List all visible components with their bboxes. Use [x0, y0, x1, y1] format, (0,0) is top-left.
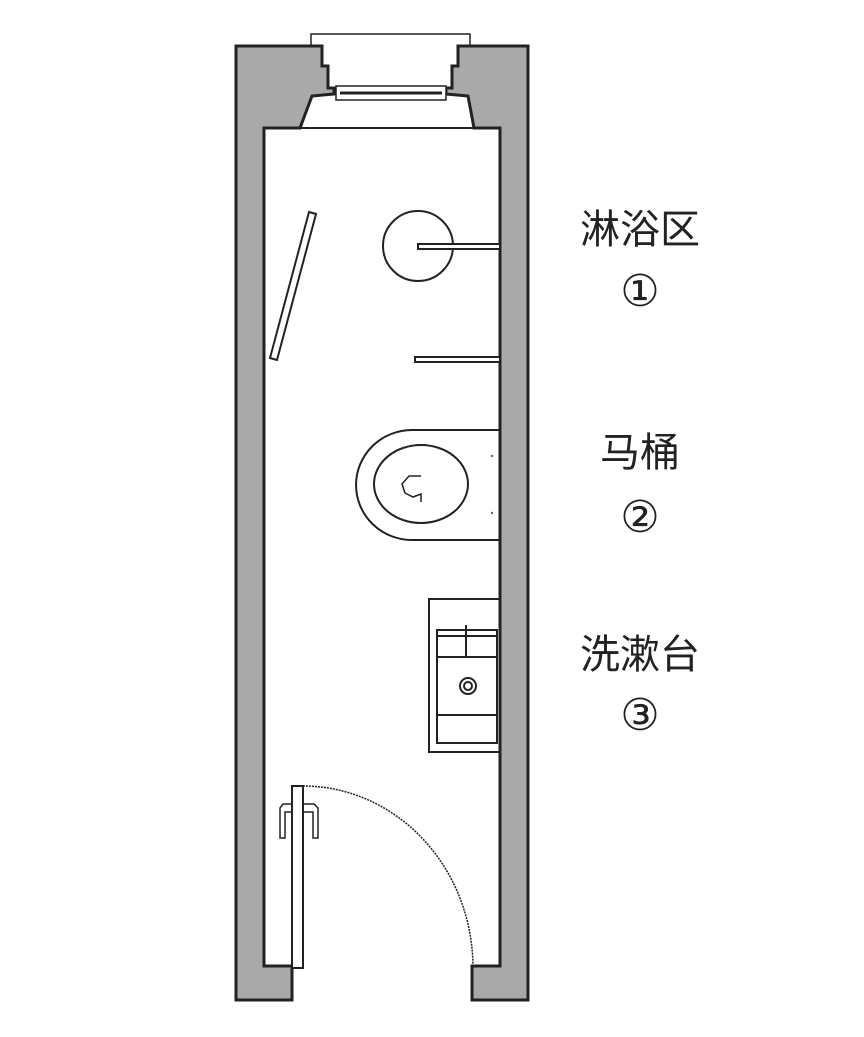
window: [300, 33, 474, 129]
right-wall: [444, 44, 530, 1002]
vanity-sink: [428, 598, 501, 753]
shower-area: [268, 210, 501, 363]
door: [279, 785, 474, 969]
zone-number-vanity: ③: [620, 690, 660, 741]
zone-label-shower: 淋浴区: [580, 207, 700, 253]
zone-number-shower: ①: [620, 266, 660, 317]
zone-label-toilet: 马桶: [600, 430, 680, 476]
glass-screen: [268, 210, 318, 362]
toilet: [355, 429, 500, 541]
zone-label-vanity: 洗漱台: [580, 632, 700, 678]
left-wall: [234, 44, 336, 1002]
door-handle: [279, 803, 292, 839]
zone-number-toilet: ②: [620, 492, 660, 543]
